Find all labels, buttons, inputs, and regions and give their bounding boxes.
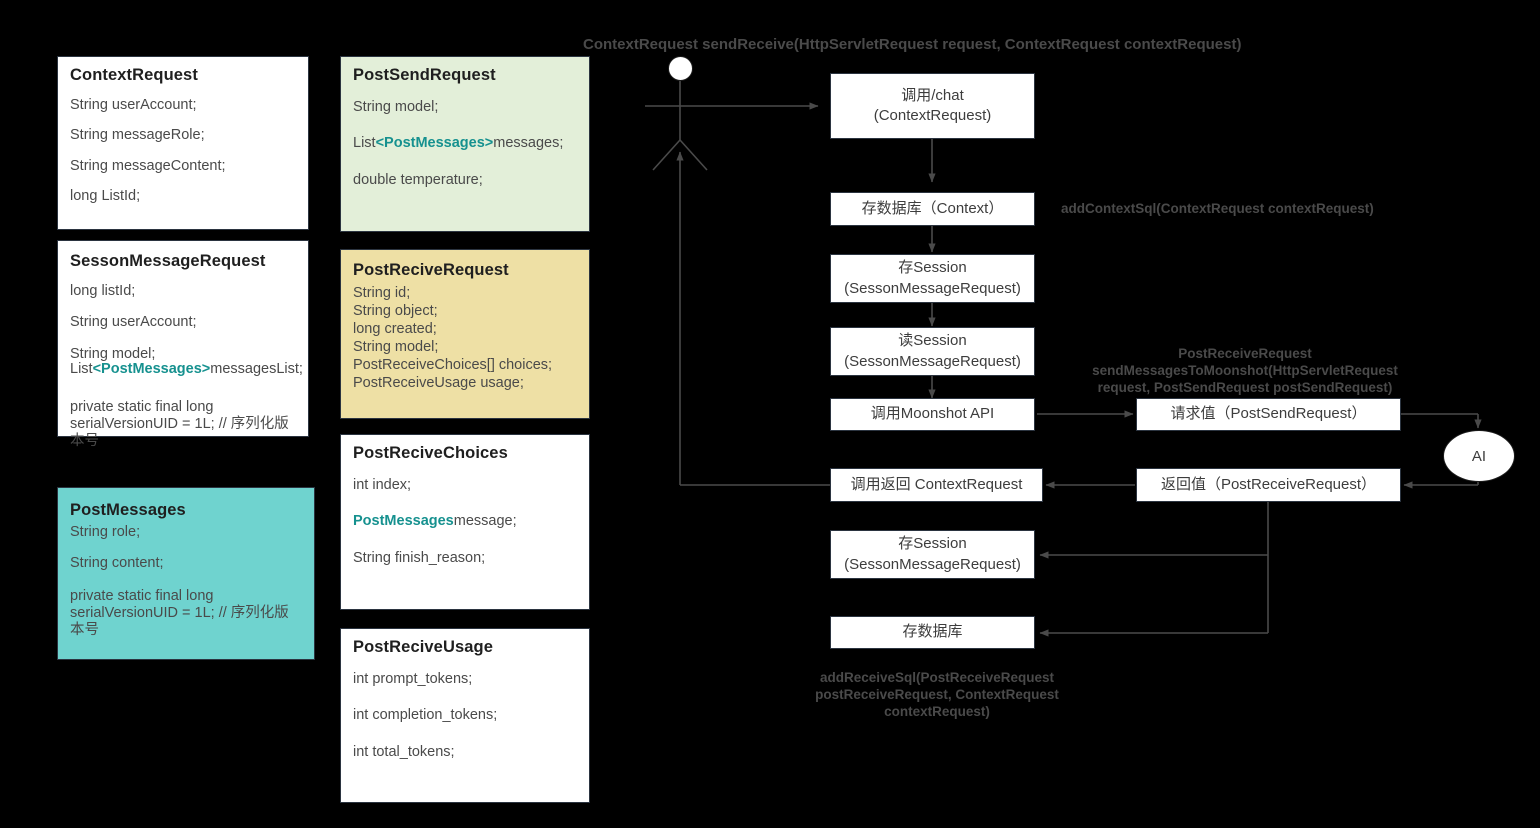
- class-field: String role;: [70, 523, 141, 540]
- class-field: String object;: [353, 302, 438, 319]
- flow-node-return-context-request[interactable]: 调用返回 ContextRequest: [830, 468, 1043, 502]
- flow-node-call-moonshot-api[interactable]: 调用Moonshot API: [830, 398, 1035, 431]
- class-field: double temperature;: [353, 171, 483, 188]
- flow-node-line2: (SessonMessageRequest): [844, 279, 1021, 297]
- flow-node-line1: 调用/chat: [901, 86, 964, 104]
- class-title: SessonMessageRequest: [70, 252, 266, 270]
- class-field: String userAccount;: [70, 96, 197, 113]
- flow-node-line2: (SessonMessageRequest): [844, 555, 1021, 573]
- ai-label: AI: [1471, 447, 1487, 465]
- flow-node-save-db-context[interactable]: 存数据库（Context）: [830, 192, 1035, 226]
- flow-node-line1: 调用返回 ContextRequest: [850, 475, 1023, 493]
- annotation-add-context-sql: addContextSql(ContextRequest contextRequ…: [1061, 201, 1374, 216]
- flow-node-line2: (SessonMessageRequest): [844, 352, 1021, 370]
- class-field: long created;: [353, 320, 437, 337]
- flow-node-response-value[interactable]: 返回值（PostReceiveRequest）: [1136, 468, 1401, 502]
- class-field: String messageRole;: [70, 127, 205, 143]
- diagram-title: ContextRequest sendReceive(HttpServletRe…: [583, 36, 1242, 53]
- class-field: long ListId;: [70, 188, 141, 204]
- class-box-post-recive-request: PostReciveRequest String id; String obje…: [340, 249, 590, 419]
- annotation-add-receive-sql: addReceiveSql(PostReceiveRequest postRec…: [815, 670, 1059, 719]
- actor-leg-left: [652, 139, 681, 171]
- flow-node-line1: 读Session: [898, 332, 967, 350]
- class-field-generic: PostMessagesmessage;: [353, 513, 517, 529]
- class-title: PostReciveUsage: [353, 638, 493, 656]
- class-field: String finish_reason;: [353, 549, 486, 566]
- class-field: String model;: [353, 338, 439, 355]
- class-title: PostMessages: [70, 501, 186, 519]
- class-field: String model;: [353, 98, 439, 115]
- class-field: int index;: [353, 476, 412, 493]
- class-field-generic: List<PostMessages>messages;: [353, 135, 564, 151]
- class-box-post-messages: PostMessages String role; String content…: [57, 487, 315, 660]
- flow-node-chat[interactable]: 调用/chat (ContextRequest): [830, 73, 1035, 139]
- annotation-send-to-moonshot: PostReceiveRequest sendMessagesToMoonsho…: [1092, 346, 1398, 395]
- class-field: String messageContent;: [70, 157, 226, 174]
- class-title: PostSendRequest: [353, 66, 496, 84]
- class-field: String userAccount;: [70, 314, 197, 330]
- class-title: ContextRequest: [70, 66, 198, 84]
- actor-head-icon: [668, 56, 693, 81]
- flow-node-line1: 存数据库（Context）: [861, 199, 1004, 217]
- flow-node-line1: 调用Moonshot API: [870, 405, 995, 423]
- class-field: String content;: [70, 555, 164, 571]
- class-field: String model;: [70, 345, 156, 362]
- class-field: PostReceiveChoices[] choices;: [353, 356, 553, 373]
- class-box-sesson-message-request: SessonMessageRequest long listId; String…: [57, 240, 309, 449]
- flow-node-line1: 存Session: [898, 535, 967, 553]
- class-box-post-send-request: PostSendRequest String model; List<PostM…: [340, 56, 590, 232]
- flow-node-read-session[interactable]: 读Session (SessonMessageRequest): [830, 327, 1035, 376]
- class-field: long listId;: [70, 282, 136, 299]
- class-field: int completion_tokens;: [353, 707, 498, 723]
- flow-node-line1: 请求值（PostSendRequest）: [1170, 405, 1367, 423]
- flow-node-line1: 返回值（PostReceiveRequest）: [1160, 475, 1377, 493]
- class-field: int total_tokens;: [353, 743, 455, 760]
- class-box-post-recive-usage: PostReciveUsage int prompt_tokens; int c…: [340, 628, 590, 803]
- class-box-post-recive-choices: PostReciveChoices int index; PostMessage…: [340, 434, 590, 610]
- flow-node-ai[interactable]: AI: [1443, 430, 1515, 482]
- class-field: String id;: [353, 284, 411, 301]
- flow-node-line1: 存Session: [898, 259, 967, 277]
- flow-node-line1: 存数据库: [902, 623, 963, 641]
- class-field-generic: List<PostMessages>messagesList;: [70, 361, 303, 377]
- flow-node-save-session-1[interactable]: 存Session (SessonMessageRequest): [830, 254, 1035, 303]
- flow-node-save-session-2[interactable]: 存Session (SessonMessageRequest): [830, 530, 1035, 579]
- flow-node-line2: (ContextRequest): [873, 107, 992, 124]
- class-title: PostReciveRequest: [353, 261, 509, 279]
- class-field: PostReceiveUsage usage;: [353, 375, 524, 392]
- flow-node-request-value[interactable]: 请求值（PostSendRequest）: [1136, 398, 1401, 431]
- actor-leg-right: [679, 139, 708, 171]
- class-title: PostReciveChoices: [353, 444, 508, 462]
- class-field: private static final long serialVersionU…: [70, 587, 289, 639]
- class-field: private static final long serialVersionU…: [70, 398, 289, 450]
- flow-node-save-db[interactable]: 存数据库: [830, 616, 1035, 649]
- class-field: int prompt_tokens;: [353, 670, 473, 687]
- class-box-context-request: ContextRequest String userAccount; Strin…: [57, 56, 309, 230]
